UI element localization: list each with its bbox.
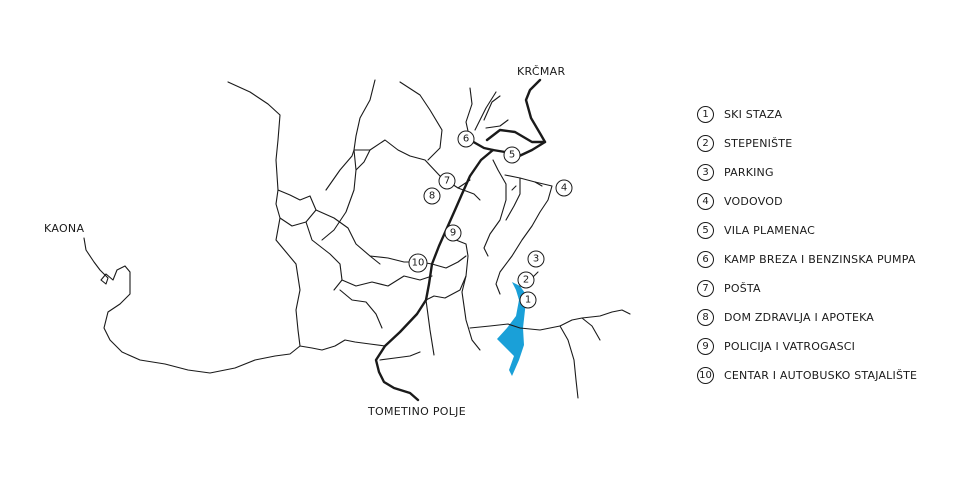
marker-2[interactable]: 2 [517, 271, 535, 289]
legend-item-label: POŠTA [724, 282, 761, 295]
svg-text:3: 3 [533, 254, 539, 265]
svg-text:1: 1 [525, 295, 531, 306]
legend-number-badge: 6 [697, 251, 714, 268]
svg-text:6: 6 [463, 134, 469, 145]
ski-slope-shape [497, 282, 527, 376]
legend-number-badge: 9 [697, 338, 714, 355]
marker-1[interactable]: 1 [519, 291, 537, 309]
legend-item-label: STEPENIŠTE [724, 137, 793, 150]
legend-item-label: CENTAR I AUTOBUSKO STAJALIŠTE [724, 369, 918, 382]
legend-item[interactable]: 6 KAMP BREZA I BENZINSKA PUMPA [697, 245, 917, 274]
map-legend: 1 SKI STAZA 2 STEPENIŠTE 3 PARKING 4 VODOVOD… [697, 100, 917, 390]
legend-item-label: VODOVOD [724, 195, 783, 208]
main-road-north-loop [485, 128, 547, 144]
legend-number-badge: 3 [697, 164, 714, 181]
legend-item[interactable]: 2 STEPENIŠTE [697, 129, 917, 158]
legend-number-badge: 5 [697, 222, 714, 239]
svg-text:8: 8 [429, 191, 435, 202]
legend-item-label: PARKING [724, 166, 774, 179]
legend-number-badge: 8 [697, 309, 714, 326]
legend-item[interactable]: 7 POŠTA [697, 274, 917, 303]
main-road [374, 78, 547, 402]
place-label-tometino-polje: TOMETINO POLJE [367, 405, 466, 418]
marker-9[interactable]: 9 [444, 224, 462, 242]
svg-text:5: 5 [509, 150, 515, 161]
secondary-roads [227, 79, 631, 399]
svg-text:10: 10 [412, 258, 425, 269]
legend-item[interactable]: 10 CENTAR I AUTOBUSKO STAJALIŠTE [697, 361, 917, 390]
legend-item-label: KAMP BREZA I BENZINSKA PUMPA [724, 253, 916, 266]
legend-item[interactable]: 9 POLICIJA I VATROGASCI [697, 332, 917, 361]
svg-text:9: 9 [450, 228, 456, 239]
marker-4[interactable]: 4 [555, 179, 573, 197]
marker-10[interactable]: 10 [408, 253, 428, 273]
legend-item[interactable]: 3 PARKING [697, 158, 917, 187]
legend-item-label: POLICIJA I VATROGASCI [724, 340, 856, 353]
legend-number-badge: 1 [697, 106, 714, 123]
legend-item[interactable]: 4 VODOVOD [697, 187, 917, 216]
marker-7[interactable]: 7 [438, 172, 456, 190]
legend-item[interactable]: 5 VILA PLAMENAC [697, 216, 917, 245]
place-label-krcmar: KRČMAR [517, 65, 566, 78]
road-kaona [83, 237, 386, 374]
main-road-branch [468, 138, 495, 152]
marker-3[interactable]: 3 [527, 250, 545, 268]
legend-item-label: SKI STAZA [724, 108, 783, 121]
legend-item[interactable]: 1 SKI STAZA [697, 100, 917, 129]
legend-number-badge: 7 [697, 280, 714, 297]
svg-text:2: 2 [523, 275, 529, 286]
place-label-kaona: KAONA [44, 222, 84, 235]
legend-number-badge: 2 [697, 135, 714, 152]
svg-text:4: 4 [561, 183, 567, 194]
marker-8[interactable]: 8 [423, 187, 441, 205]
marker-5[interactable]: 5 [503, 146, 521, 164]
legend-number-badge: 10 [697, 367, 714, 384]
marker-6[interactable]: 6 [457, 130, 475, 148]
legend-item-label: DOM ZDRAVLJA I APOTEKA [724, 311, 875, 324]
legend-number-badge: 4 [697, 193, 714, 210]
legend-item-label: VILA PLAMENAC [724, 224, 815, 237]
svg-text:7: 7 [444, 176, 450, 187]
legend-item[interactable]: 8 DOM ZDRAVLJA I APOTEKA [697, 303, 917, 332]
